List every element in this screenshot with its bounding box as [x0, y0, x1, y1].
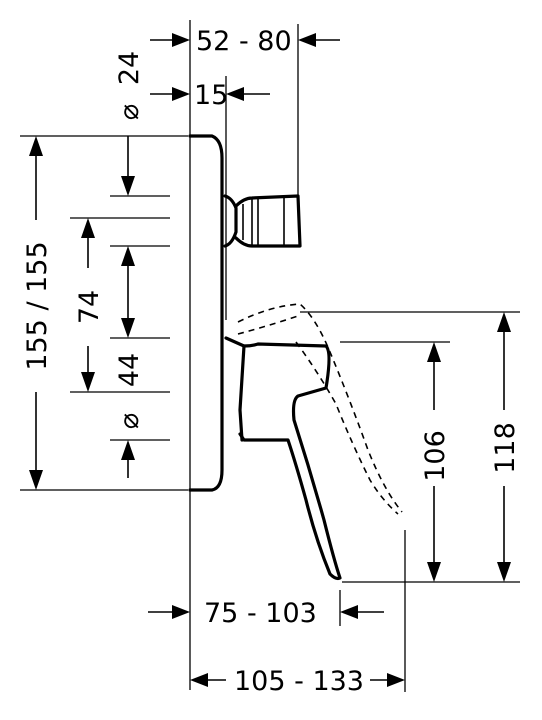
dim-75-103: 75 - 103: [204, 598, 317, 629]
dim-52-80: 52 - 80: [196, 26, 292, 57]
dim-105-133: 105 - 133: [234, 666, 364, 697]
extension-lines: [20, 20, 520, 692]
dim-118: 118: [490, 422, 521, 474]
dim-dia-24: 24: [114, 51, 145, 85]
lever-handle: [224, 336, 342, 581]
dim-106: 106: [420, 430, 451, 482]
diameter-symbol-24: ⌀: [114, 104, 145, 120]
dim-74: 74: [74, 290, 105, 324]
diameter-symbol-44: ⌀: [114, 413, 145, 429]
mixer-outline: [188, 134, 403, 581]
dimension-labels: 52 - 80 15 24 ⌀ 155 / 155 74 44 ⌀ 106 11…: [22, 26, 521, 697]
dimension-lines: [29, 33, 511, 687]
escutcheon-plate: [188, 134, 224, 492]
dim-15: 15: [194, 80, 228, 111]
lever-alt-position: [237, 303, 403, 513]
dim-dia-44: 44: [114, 353, 145, 387]
diverter-knob-body: [234, 194, 302, 248]
diverter-knob: [223, 194, 238, 248]
dim-155-155: 155 / 155: [22, 241, 53, 370]
